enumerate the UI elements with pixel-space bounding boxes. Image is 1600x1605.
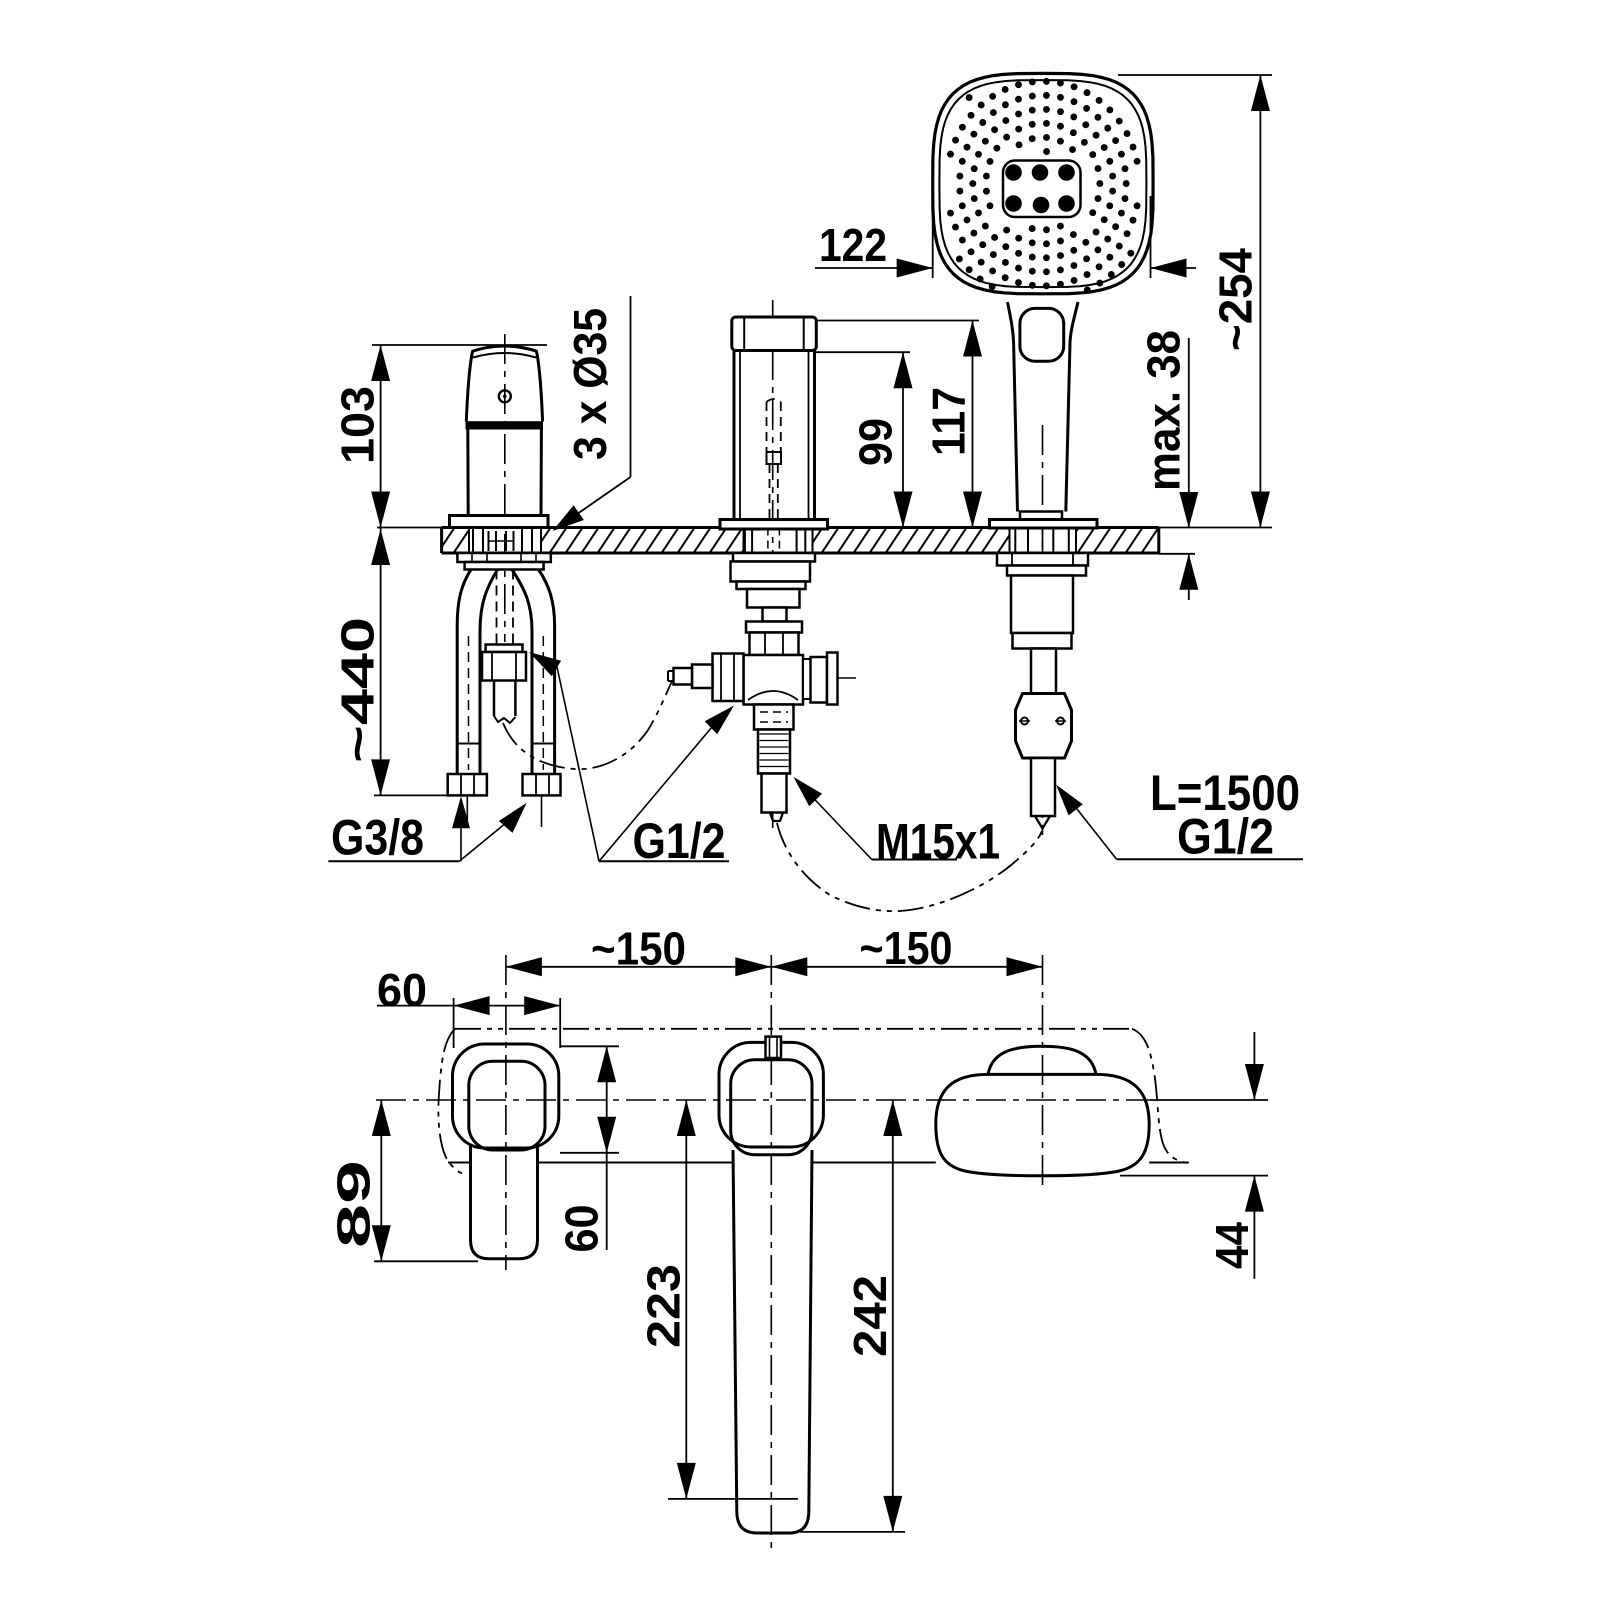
- svg-text:242: 242: [844, 1275, 896, 1357]
- svg-text:M15x1: M15x1: [876, 814, 1000, 870]
- svg-text:60: 60: [377, 964, 427, 1016]
- svg-text:44: 44: [1206, 1222, 1258, 1269]
- svg-text:89: 89: [328, 1160, 380, 1248]
- svg-text:103: 103: [332, 386, 384, 464]
- svg-text:~150: ~150: [591, 923, 686, 975]
- svg-text:122: 122: [819, 219, 887, 271]
- svg-text:G3/8: G3/8: [331, 810, 424, 866]
- svg-text:~150: ~150: [860, 922, 953, 974]
- svg-text:3 x Ø35: 3 x Ø35: [564, 308, 616, 460]
- svg-text:99: 99: [849, 418, 901, 466]
- svg-text:~254: ~254: [1210, 248, 1262, 351]
- svg-text:max. 38: max. 38: [1138, 330, 1190, 491]
- svg-text:~440: ~440: [332, 617, 384, 763]
- svg-text:G1/2: G1/2: [1177, 809, 1274, 865]
- svg-text:117: 117: [923, 387, 975, 456]
- svg-text:60: 60: [556, 1205, 608, 1253]
- svg-text:223: 223: [638, 1264, 690, 1348]
